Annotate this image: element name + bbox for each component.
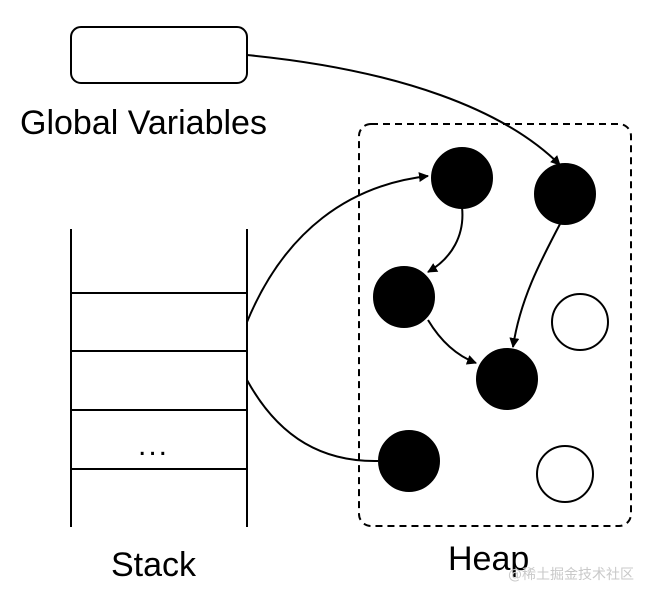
stack: ... [70,229,248,527]
reference-arrow-stack-to-object [246,172,429,323]
reachable-object [534,163,596,225]
global-variables-label: Global Variables [20,104,267,142]
reference-arrow-global-to-object [246,54,561,166]
reference-arrow-object-to-object [427,319,477,365]
reachable-object [431,147,493,209]
heap-region [358,123,632,527]
reachable-object [476,348,538,410]
unreachable-object [551,293,609,351]
reachable-object [373,266,435,328]
global-variables-box [70,26,248,84]
stack-ellipsis: ... [138,429,169,462]
reference-arrow-object-to-object [509,223,561,348]
reachable-object [378,430,440,492]
stack-label: Stack [111,546,197,584]
heap-label: Heap [448,540,529,578]
unreachable-object [536,445,594,503]
reference-arrow-object-to-object [427,206,464,273]
reference-line-stack-to-object [246,379,379,463]
watermark: @稀土掘金技术社区 [508,567,634,583]
